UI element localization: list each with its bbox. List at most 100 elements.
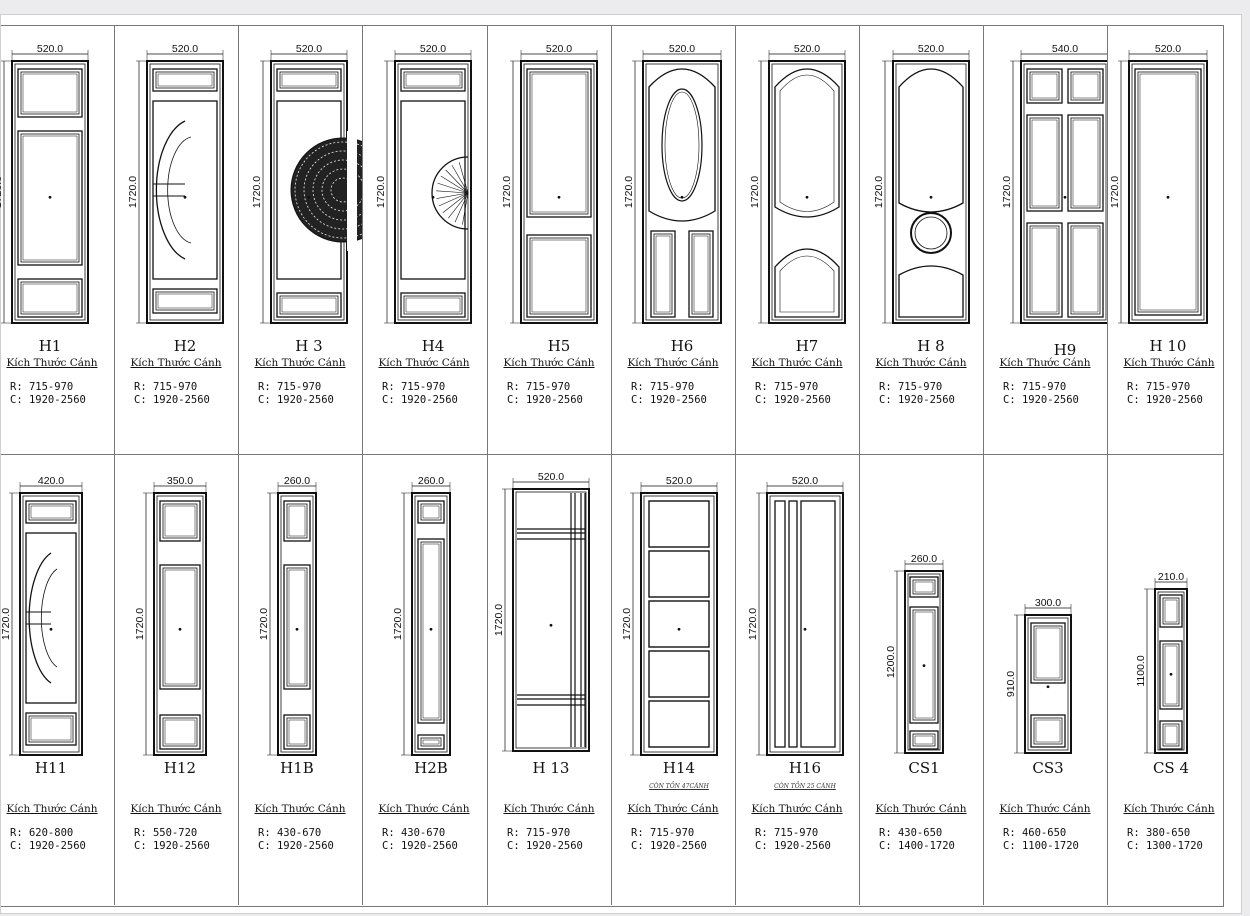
door-code: CS 4 [1152, 759, 1190, 777]
door-code: H12 [163, 759, 197, 777]
height-range: C: 1100-1720 [1003, 840, 1079, 852]
height-dimension: 1720.0 [873, 176, 885, 208]
panel-outer [1067, 68, 1104, 104]
door-knob-mark [48, 195, 52, 199]
height-dimension: 1720.0 [493, 604, 505, 636]
panel-outer [17, 130, 83, 266]
height-dimension: 1720.0 [1001, 176, 1013, 208]
width-dimension: 210.0 [1158, 571, 1184, 583]
height-range: C: 1920-2560 [10, 840, 86, 852]
panel-inner [1029, 225, 1060, 315]
door-knob-mark [295, 627, 299, 631]
panel-outer [1030, 714, 1066, 748]
panel-outer [400, 68, 466, 92]
door-frame-inner [22, 495, 80, 753]
width-range: R: 715-970 [134, 381, 198, 393]
door-elevation [892, 60, 970, 324]
door-code: H11 [34, 759, 68, 777]
door-frame [520, 60, 598, 324]
panel-outer [909, 576, 939, 598]
panel-outer [417, 734, 445, 750]
height-range: C: 1920-2560 [879, 394, 955, 406]
panel-inner [1029, 117, 1060, 209]
door-code: H2 [173, 337, 197, 355]
width-dimension: 260.0 [418, 475, 444, 487]
panel-inner [1162, 723, 1180, 747]
height-dimension: 1720.0 [0, 176, 4, 208]
arched-panel [898, 265, 964, 318]
panel-inner [1137, 71, 1199, 313]
panel-bevel [281, 297, 337, 313]
height-dimension: 1720.0 [251, 176, 263, 208]
door-knob-mark [922, 664, 926, 668]
panel-outer [650, 230, 676, 318]
panel-inner [162, 503, 198, 539]
door-frame-inner [1131, 63, 1205, 321]
door-knob-mark [680, 195, 684, 199]
door-knob-mark [805, 195, 809, 199]
size-label: Kích Thước Cánh [999, 357, 1091, 369]
door-frame-inner [645, 63, 719, 321]
door-elevation [1154, 588, 1188, 754]
size-label: Kích Thước Cánh [627, 357, 719, 369]
drum-carving [290, 137, 362, 243]
door-code: H7 [795, 337, 819, 355]
door-elevation [768, 60, 846, 324]
door-frame-inner [414, 495, 448, 753]
door-frame [904, 570, 944, 754]
panel-bevel [157, 73, 213, 87]
door-knob-mark [431, 195, 435, 199]
arched-panel [774, 248, 840, 318]
panel-outer [1067, 114, 1104, 212]
door-elevation [1128, 60, 1208, 324]
door-elevation [270, 60, 362, 324]
panel-bevel [22, 283, 78, 313]
height-range: C: 1300-1720 [1127, 840, 1203, 852]
panel-bevel [22, 73, 78, 113]
panel-outer [526, 68, 592, 218]
panel-outer [283, 564, 311, 690]
height-dimension: 1720.0 [747, 608, 759, 640]
column-divider [362, 25, 363, 905]
stock-note: CÒN TỒN 47CÁNH [649, 783, 709, 790]
panel-inner [403, 71, 463, 89]
door-code: H2B [414, 759, 448, 777]
panel-outer [283, 500, 311, 542]
height-range: C: 1920-2560 [631, 840, 707, 852]
door-code: H14 [662, 759, 696, 777]
size-label: Kích Thước Cánh [254, 357, 346, 369]
panel-outer [1067, 222, 1104, 318]
panel-inner [279, 295, 339, 315]
door-elevation [1024, 614, 1072, 754]
door-elevation [153, 492, 207, 756]
panel-outer [152, 100, 218, 280]
column-divider [238, 25, 239, 905]
door-frame-inner [771, 63, 843, 321]
width-range: R: 430-670 [258, 827, 322, 839]
height-range: C: 1920-2560 [755, 840, 831, 852]
panel-bevel [531, 73, 587, 213]
panel-outer [1159, 594, 1183, 628]
width-range: R: 715-970 [1127, 381, 1191, 393]
panel-inner [286, 503, 308, 539]
door-frame [153, 492, 207, 756]
door-code: H6 [670, 337, 694, 355]
